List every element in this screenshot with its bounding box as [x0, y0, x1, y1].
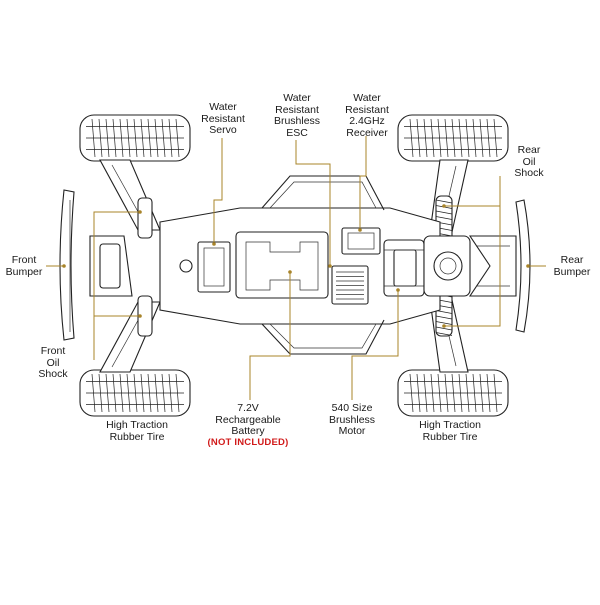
esc [331, 265, 369, 305]
battery-tray [235, 231, 329, 299]
label-battery: 7.2V Rechargeable Battery [215, 402, 281, 437]
motor [383, 239, 425, 297]
label-water-receiver: Water Resistant 2.4GHz Receiver [345, 92, 389, 139]
label-rear-shock: Rear Oil Shock [514, 144, 544, 179]
front-bumper [59, 189, 75, 341]
front-oil-shock [137, 197, 153, 337]
roll-cage [261, 175, 385, 355]
label-front-tire: High Traction Rubber Tire [106, 419, 168, 443]
label-rear-tire: High Traction Rubber Tire [419, 419, 481, 443]
rear-bumper [515, 199, 531, 333]
leader-lines [46, 136, 546, 400]
receiver [341, 227, 381, 255]
label-rear-bumper: Rear Bumper [553, 254, 591, 278]
label-front-shock: Front Oil Shock [38, 345, 68, 380]
label-motor: 540 Size Brushless Motor [328, 402, 376, 437]
tire-treads [86, 118, 502, 413]
front-suspension [89, 159, 161, 373]
label-battery-note: (NOT INCLUDED) [207, 437, 289, 448]
label-water-servo: Water Resistant Servo [201, 101, 245, 136]
label-water-esc: Water Resistant Brushless ESC [273, 92, 321, 139]
rear-gearbox [423, 235, 471, 297]
label-front-bumper: Front Bumper [5, 254, 43, 278]
